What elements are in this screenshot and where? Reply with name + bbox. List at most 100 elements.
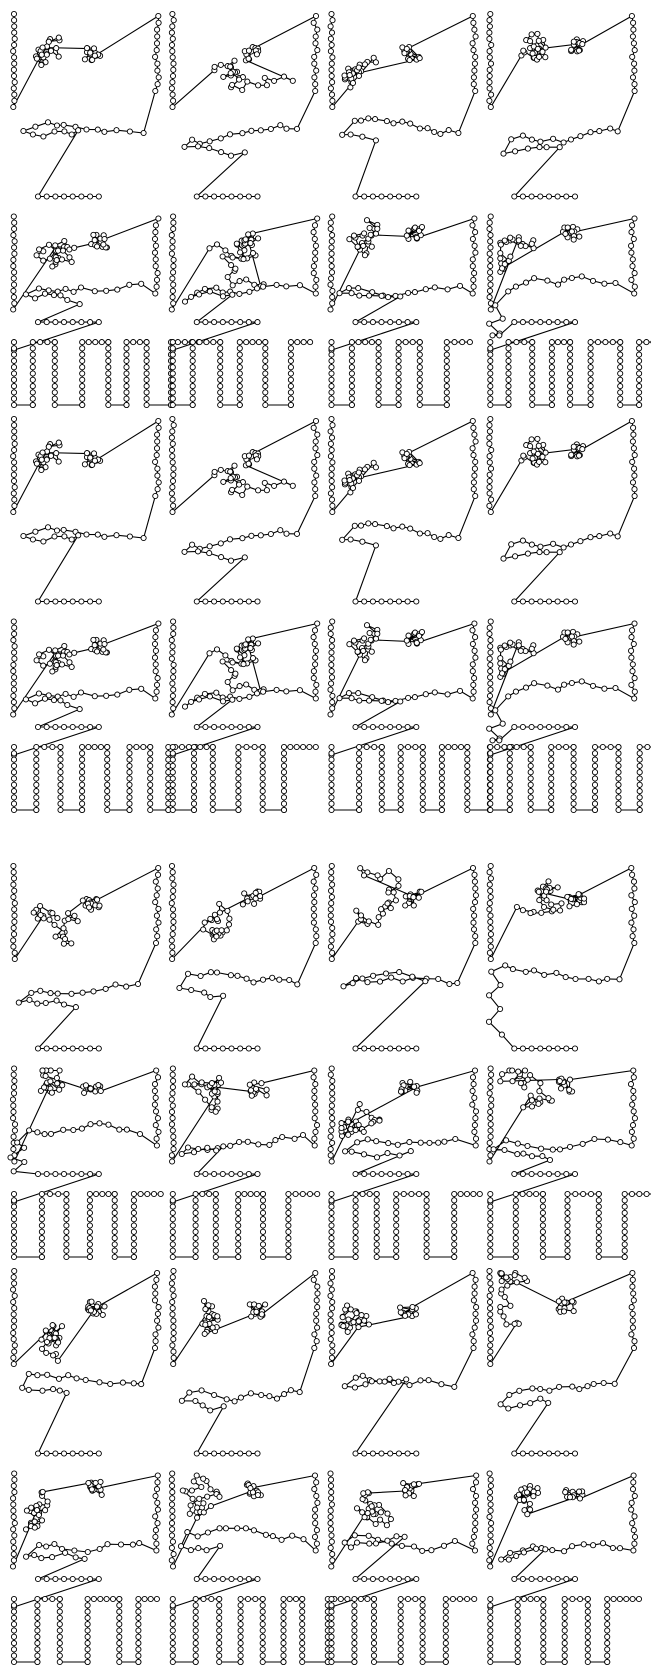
tour-node bbox=[170, 907, 175, 912]
tour-node bbox=[85, 1628, 90, 1633]
tour-node bbox=[385, 1151, 390, 1156]
tour-node bbox=[568, 542, 573, 547]
tour-node bbox=[546, 1451, 551, 1456]
tour-node bbox=[58, 751, 63, 756]
tour-node bbox=[212, 599, 217, 604]
tour-node bbox=[371, 1641, 376, 1646]
tour-node bbox=[96, 1451, 101, 1456]
tour-node bbox=[512, 320, 517, 325]
tour-node bbox=[70, 1171, 75, 1176]
tour-node bbox=[356, 340, 361, 345]
tour-node bbox=[210, 789, 215, 794]
tour-node bbox=[360, 1510, 365, 1515]
tour-node bbox=[488, 371, 493, 376]
tour-node bbox=[616, 770, 621, 775]
tour-node bbox=[488, 1248, 493, 1253]
tour-node bbox=[498, 656, 503, 661]
tour-node bbox=[170, 1299, 175, 1304]
tour-node bbox=[488, 776, 493, 781]
tour-node bbox=[12, 625, 17, 630]
tour-node bbox=[170, 876, 175, 881]
tour-node bbox=[263, 402, 268, 407]
tour-node bbox=[260, 1210, 265, 1215]
tour-node bbox=[629, 635, 634, 640]
tour-node bbox=[195, 144, 200, 149]
tour-node bbox=[311, 669, 316, 674]
tour-node bbox=[592, 763, 597, 768]
tour-node bbox=[58, 698, 63, 703]
tour-node bbox=[12, 1122, 17, 1127]
tour-node bbox=[376, 346, 381, 351]
tour-node bbox=[52, 352, 57, 357]
tour-node bbox=[367, 293, 372, 298]
tour-node bbox=[260, 795, 265, 800]
tour-node bbox=[514, 1553, 519, 1558]
tour-node bbox=[537, 550, 542, 555]
tour-node bbox=[329, 435, 334, 440]
tour-node bbox=[352, 1615, 357, 1620]
tour-node bbox=[488, 1552, 493, 1557]
tour-node bbox=[204, 1548, 209, 1553]
tour-node bbox=[155, 1311, 160, 1316]
tour-node bbox=[394, 1198, 399, 1203]
tour-node bbox=[515, 1653, 520, 1658]
tour-node bbox=[193, 1198, 198, 1203]
tour-node bbox=[105, 1542, 110, 1547]
tour-node bbox=[637, 751, 642, 756]
tour-node bbox=[329, 1236, 334, 1241]
tour-node bbox=[369, 649, 374, 654]
tour-node bbox=[69, 941, 74, 946]
tour-node bbox=[281, 751, 286, 756]
tour-node bbox=[413, 1596, 418, 1601]
tour-node bbox=[38, 912, 43, 917]
tour-node bbox=[264, 1093, 269, 1098]
tour-node bbox=[472, 473, 477, 478]
tour-node bbox=[465, 757, 470, 762]
tour-node bbox=[124, 346, 129, 351]
tour-node bbox=[263, 371, 268, 376]
tour-node bbox=[96, 1083, 101, 1088]
tour-node bbox=[193, 1641, 198, 1646]
tour-node bbox=[506, 340, 511, 345]
tour-node bbox=[61, 1576, 66, 1581]
tour-node bbox=[30, 377, 35, 382]
tour-node bbox=[207, 551, 212, 556]
tour-node bbox=[300, 1622, 305, 1627]
tour-node bbox=[398, 776, 403, 781]
tour-node bbox=[194, 194, 199, 199]
tour-node bbox=[328, 1508, 333, 1513]
tour-node bbox=[487, 882, 492, 887]
tour-node bbox=[630, 1311, 635, 1316]
tour-node bbox=[136, 1628, 141, 1633]
tour-node bbox=[473, 34, 478, 39]
tour-node bbox=[51, 293, 56, 298]
tour-node bbox=[328, 49, 333, 54]
tour-node bbox=[218, 352, 223, 357]
tour-node bbox=[190, 371, 195, 376]
tour-node bbox=[497, 333, 502, 338]
tour-node bbox=[572, 320, 577, 325]
tour-node bbox=[193, 1659, 198, 1664]
tour-node bbox=[581, 1191, 586, 1196]
tour-node bbox=[329, 346, 334, 351]
tour-node bbox=[238, 1628, 243, 1633]
tour-node bbox=[45, 525, 50, 530]
tour-node bbox=[85, 1596, 90, 1601]
tour-node bbox=[170, 1653, 175, 1658]
tour-node bbox=[547, 1388, 552, 1393]
tour-node bbox=[488, 377, 493, 382]
tour-node bbox=[247, 1082, 252, 1087]
tour-node bbox=[349, 1149, 354, 1154]
tour-node bbox=[352, 1647, 357, 1652]
tour-node bbox=[488, 1508, 493, 1513]
tour-node bbox=[443, 1622, 448, 1627]
tour-node bbox=[420, 1548, 425, 1553]
tour-node bbox=[472, 1596, 477, 1601]
tour-node bbox=[11, 619, 16, 624]
tour-node bbox=[144, 358, 149, 363]
tour-node bbox=[512, 1321, 517, 1326]
tour-node bbox=[352, 1634, 357, 1639]
tour-node bbox=[477, 1191, 482, 1196]
tour-node bbox=[506, 390, 511, 395]
tour-node bbox=[362, 62, 367, 67]
